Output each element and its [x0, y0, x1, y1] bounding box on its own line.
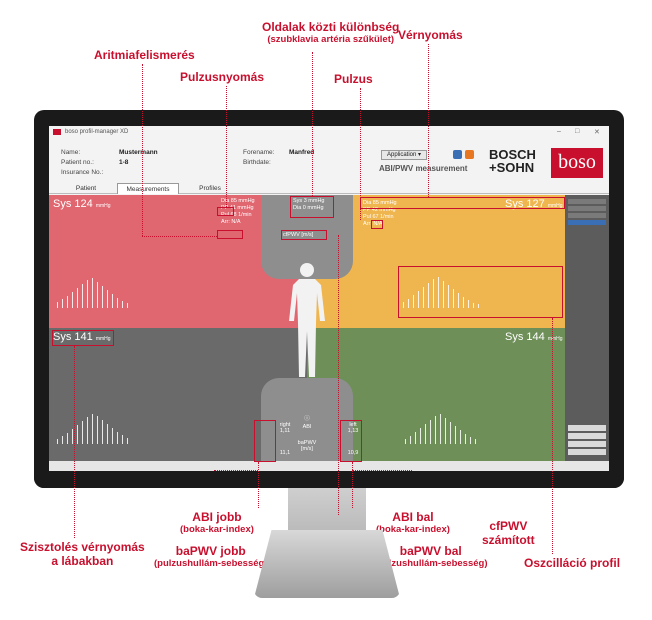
label-arrhythmia: Aritmiafelismerés: [94, 48, 195, 62]
label-bapwv-right: baPWV jobb(pulzushullám-sebesség): [154, 544, 268, 569]
monitor-stand-base: [254, 530, 400, 598]
measurement-title: ABI/PWV measurement: [379, 164, 468, 173]
oscillation-upper-right: [403, 276, 479, 308]
bapwv-left-value: 10,9: [347, 450, 359, 456]
leader-arrhythmia-h: [142, 236, 217, 237]
tab-measurements[interactable]: Measurements: [117, 183, 179, 194]
body-figure: [289, 263, 325, 377]
bapwv-label: baPWV [m/s]: [297, 440, 317, 452]
name-label: Name:: [61, 149, 81, 156]
label-blood-pressure: Vérnyomás: [398, 28, 463, 42]
sys-lower-left: Sys 141 mmHg: [53, 331, 111, 343]
tab-patient[interactable]: Patient: [75, 185, 97, 192]
window-title: boso profil-manager XD: [65, 129, 129, 135]
callout-box-arrhythmia: [217, 230, 243, 239]
monitor-stand-neck: [288, 488, 366, 536]
leader-side-difference: [312, 52, 313, 196]
callout-box-abi-left: [340, 420, 362, 462]
callout-box-leg-systolic: [52, 330, 114, 346]
birthdate-label: Birthdate:: [243, 159, 271, 166]
label-bapwv-left: baPWV bal(pulzushullám-sebesség): [374, 544, 488, 569]
sys-upper-left: Sys 124 mmHg: [53, 198, 111, 210]
callout-box-side-difference: [290, 196, 334, 218]
oscillation-lower-right: [405, 412, 476, 444]
patient-no-value: 1-8: [119, 159, 129, 166]
sys-lower-right: Sys 144 mmHg: [505, 331, 563, 343]
list-item[interactable]: [568, 199, 606, 204]
label-pulse-pressure: Pulzusnyomás: [180, 70, 265, 84]
leader-abi-left-h: [352, 470, 412, 471]
callout-box-cfpwv: [281, 230, 327, 240]
application-button[interactable]: Application ▾: [381, 150, 427, 160]
list-item[interactable]: [568, 213, 606, 218]
label-side-difference: Oldalak közti különbség (szubklavia arté…: [262, 20, 400, 45]
side-button[interactable]: [568, 425, 606, 431]
sys-upper-right: Sys 127 mmHg: [505, 198, 563, 210]
leader-abi-right: [258, 462, 259, 508]
oscillation-lower-left: [57, 412, 128, 444]
info-icon[interactable]: ⓘ: [304, 416, 310, 422]
callout-box-pulse-pressure: [217, 207, 234, 216]
minimize-icon[interactable]: –: [557, 128, 561, 135]
label-pulse: Pulzus: [334, 72, 373, 86]
leader-cfpwv: [338, 235, 339, 515]
leader-oscillation: [552, 318, 553, 554]
leader-blood-pressure: [428, 44, 429, 197]
abi-right-block: right 1,11: [279, 422, 291, 434]
leader-arrhythmia: [142, 64, 143, 236]
window-titlebar: boso profil-manager XD: [49, 126, 609, 138]
forename-label: Forename:: [243, 149, 275, 156]
close-icon[interactable]: ✕: [594, 129, 600, 136]
tab-bar: Patient Measurements Profiles: [49, 183, 609, 194]
brand-logo: boso: [551, 148, 603, 178]
measurement-list-panel: [565, 195, 609, 461]
label-oscillation-profile: Oszcilláció profil: [524, 556, 621, 570]
app-icon: [53, 129, 61, 135]
patient-no-label: Patient no.:: [61, 159, 94, 166]
right-arm-readings: Dia 85 mmHg PP 42 mmHg Pul 67 1/min Arr:…: [363, 200, 397, 227]
abi-left-block: left 1,13: [347, 422, 359, 434]
callout-box-abi-right: [254, 420, 276, 462]
help-icon[interactable]: [453, 150, 462, 159]
tab-profiles[interactable]: Profiles: [199, 185, 221, 192]
cfpwv-reading: cfPWV [m/s]: [283, 232, 314, 238]
status-bar: [49, 461, 609, 471]
side-button[interactable]: [568, 441, 606, 447]
leader-pulse-pressure: [226, 86, 227, 207]
bapwv-right-value: 11,1: [279, 450, 291, 456]
leader-abi-left: [352, 462, 353, 508]
name-value: Mustermann: [119, 149, 158, 156]
callout-box-blood-pressure: [360, 197, 565, 209]
leader-leg-systolic: [74, 346, 75, 538]
oscillation-upper-left: [57, 276, 128, 308]
side-button[interactable]: [568, 433, 606, 439]
side-button[interactable]: [568, 449, 606, 455]
abi-label: ABI: [302, 424, 312, 430]
callout-box-oscillation: [398, 266, 563, 318]
monitor-chin: [34, 471, 624, 488]
side-difference-readings: Sys 3 mmHg Dia 0 mmHg: [293, 198, 325, 211]
label-abi-right: ABI jobb(boka-kar-index): [180, 510, 254, 535]
leader-abi-right-h: [214, 470, 258, 471]
callout-box-pulse: [371, 220, 383, 229]
left-arm-readings: Dia 85 mmHg PP 41 mmHg Pul 68 1/min Arr:…: [221, 198, 255, 225]
brand-bosch-sohn: BOSCH+SOHN: [489, 147, 536, 175]
maximize-icon[interactable]: □: [575, 128, 580, 135]
list-item[interactable]: [568, 206, 606, 211]
label-abi-left: ABI bal(boka-kar-index): [376, 510, 450, 535]
forename-value: Manfred: [289, 149, 315, 156]
insurance-label: Insurance No.:: [61, 169, 104, 176]
settings-icon[interactable]: [465, 150, 474, 159]
leader-pulse: [360, 88, 361, 220]
list-item-selected[interactable]: [568, 220, 606, 225]
center-bottom-panel: [261, 378, 353, 461]
